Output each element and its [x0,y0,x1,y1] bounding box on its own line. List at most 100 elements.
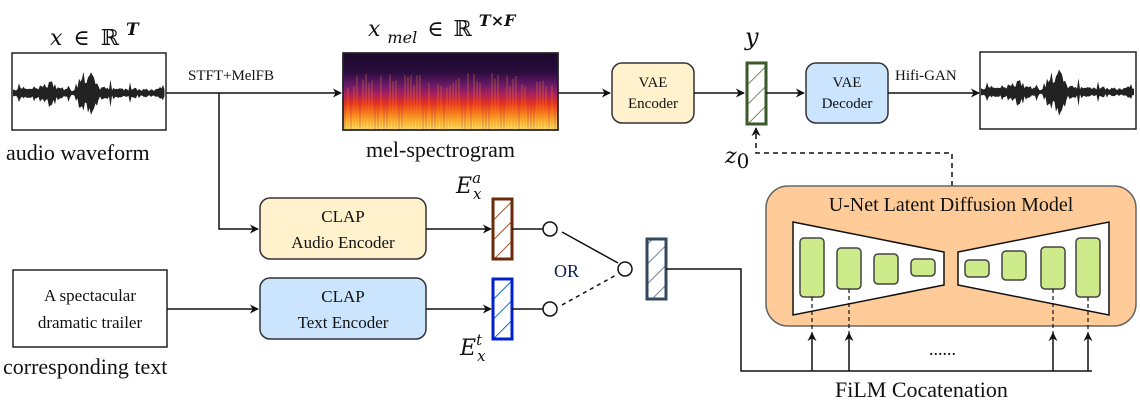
vae-decoder-label-2: Decoder [822,96,873,112]
mel-texture-stripe [374,92,376,130]
mel-texture-stripe [362,79,364,130]
mel-texture-stripe [500,91,502,130]
unet-encoder-trapezoid [792,221,945,316]
mel-texture-stripe [371,80,373,130]
clap-text-label-2: Text Encoder [298,313,389,332]
mel-texture-stripe [431,92,433,130]
mel-texture-stripe [530,89,532,130]
unet-down-block-3 [873,253,899,285]
mel-texture-stripe [509,86,511,130]
mel-texture-stripe [422,95,424,130]
mel-texture-stripe [479,82,481,130]
stft-label: STFT+MelFB [188,68,274,84]
switch-text-terminal[interactable] [542,301,558,317]
mel-texture-stripe [365,74,367,130]
mel-texture-stripe [428,82,430,130]
switch-solid-line [561,231,619,264]
unet-up-block-4 [1075,237,1101,298]
mel-texture-stripe [449,85,451,130]
mel-texture-stripe [464,97,466,130]
mel-texture-stripe [377,94,379,130]
or-label: OR [554,261,579,281]
mel-texture-stripe [515,75,517,130]
mel-texture-stripe [350,95,352,130]
z0-label: z0 [724,144,749,173]
mel-spectrogram-label: mel-spectrogram [366,137,515,162]
clap-text-label-1: CLAP [321,287,364,306]
mel-texture-stripe [398,88,400,130]
vae-decoder-block[interactable]: VAE Decoder [805,62,889,124]
mel-texture-stripe [458,78,460,130]
unet-title: U-Net Latent Diffusion Model [829,194,1074,216]
mel-texture-stripe [476,81,478,130]
mel-texture-stripe [425,95,427,130]
mel-texture-stripe [434,96,436,130]
mel-texture-stripe [473,74,475,130]
vae-encoder-label-1: VAE [639,75,668,91]
film-bus-line [666,268,1092,372]
input-math: x ∈ ℝ T [50,20,140,51]
mel-texture-stripe [380,75,382,130]
mel-texture-stripe [485,88,487,130]
mel-texture-stripe [461,89,463,130]
mel-texture-stripe [524,86,526,130]
mel-texture-stripe [452,82,454,130]
unet-down-block-4 [910,258,936,277]
vae-decoder-label-1: VAE [833,75,862,91]
vae-encoder-block[interactable]: VAE Encoder [611,62,695,124]
mel-texture-stripe [386,90,388,130]
film-arrows [807,289,1093,371]
mel-spectrogram-image [342,52,559,131]
switch-output-terminal[interactable] [617,261,633,277]
unet-down-block-1 [799,237,825,298]
mel-texture-stripe [497,75,499,130]
mel-texture-stripe [506,75,508,130]
mel-texture-stripe [353,86,355,130]
film-label: FiLM Cocatenation [835,377,1008,402]
mel-texture-stripe [443,88,445,130]
mel-texture-stripe [356,76,358,130]
mel-texture-stripe [470,94,472,130]
mel-texture-stripe [503,89,505,130]
mel-texture-stripe [482,95,484,130]
waveform-shape [13,71,165,115]
switch-dashed-line [561,273,619,306]
corresponding-text-label: corresponding text [3,354,167,379]
mel-texture-stripe [539,81,541,130]
mel-texture-stripe [419,75,421,130]
mel-texture-stripe [446,87,448,130]
unet-block[interactable]: U-Net Latent Diffusion Model [765,185,1137,327]
mel-texture-stripe [410,75,412,130]
mel-texture-stripe [392,81,394,130]
mel-texture-stripe [542,80,544,130]
vae-encoder-label-2: Encoder [628,96,678,112]
z0-dashed-arrow [751,127,953,195]
ellipsis-label: ...... [929,339,956,359]
mel-texture-stripe [488,89,490,130]
clap-audio-label-1: CLAP [321,207,364,226]
mel-texture-stripe [407,76,409,130]
mel-texture-stripe [518,92,520,130]
mel-texture-stripe [416,75,418,130]
text-embedding-vector [491,277,514,341]
mel-texture-stripe [548,94,550,130]
mel-texture-stripe [437,83,439,130]
text-prompt-box[interactable]: A spectacular dramatic trailer [12,269,168,348]
mel-texture-stripe [551,85,553,130]
clap-text-encoder-block[interactable]: CLAP Text Encoder [259,277,427,340]
unet-up-block-2 [1001,250,1027,281]
mel-texture-stripe [383,91,385,130]
audio-waveform-label: audio waveform [6,140,150,165]
clap-audio-label-2: Audio Encoder [291,233,395,252]
mel-texture-stripe [401,97,403,130]
mel-texture-stripe [533,93,535,130]
mel-texture-stripe [440,85,442,130]
mel-texture-stripe [368,83,370,130]
unet-up-block-1 [964,259,990,278]
mel-texture-stripe [395,80,397,130]
mel-texture-stripe [389,74,391,130]
clap-audio-encoder-block[interactable]: CLAP Audio Encoder [259,197,427,260]
switch-audio-terminal[interactable] [542,221,558,237]
